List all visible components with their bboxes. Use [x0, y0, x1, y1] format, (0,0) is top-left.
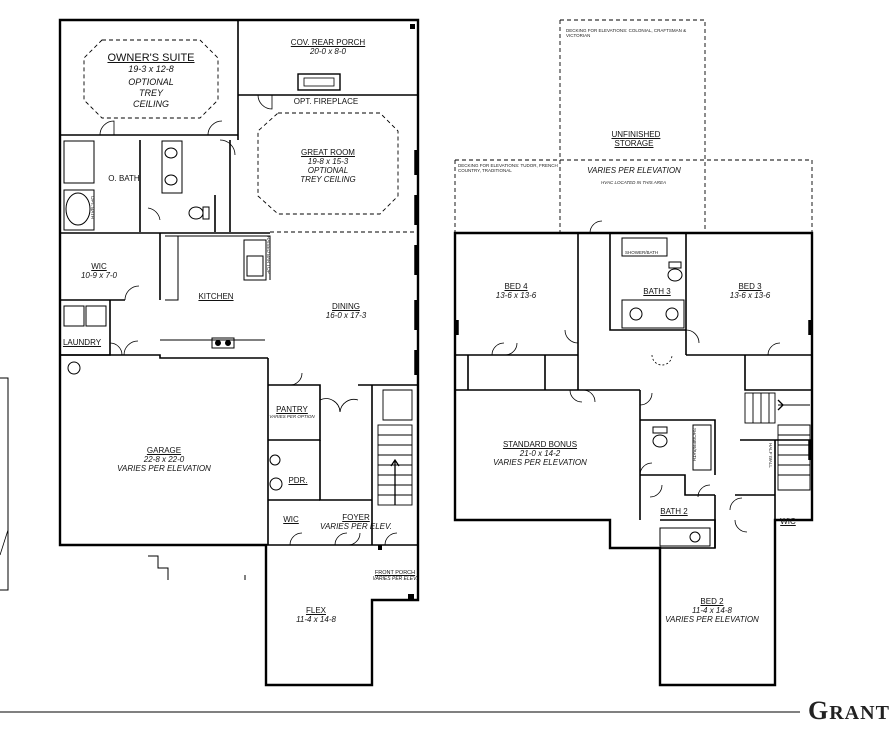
room-name: BED 2 [700, 597, 724, 606]
room-dims: 11-4 x 14-8 [692, 606, 732, 615]
note-raised-bar: RAISED BAR TOP [266, 236, 271, 274]
room-name: FRONT PORCH [374, 570, 416, 576]
second-floor-walls [455, 233, 812, 549]
room-wic-2: WIC [283, 515, 299, 524]
note-decking-upper: DECKING FOR ELEVATIONS: COLONIAL, CRAFTS… [566, 28, 687, 38]
plan-title-text: GRANT [808, 696, 890, 725]
note-shower-bath-3: SHOWER/BATH [625, 250, 659, 255]
note-decking-lower: DECKING FOR ELEVATIONS: TUDOR, FRENCH CO… [458, 163, 558, 173]
bath-fixtures [63, 140, 283, 491]
room-name: WIC [91, 262, 107, 271]
room-name: STANDARD BONUS [502, 440, 578, 449]
room-owners-suite: OWNER'S SUITE 19-3 x 12-8 OPTIONAL TREY … [107, 52, 194, 110]
room-name: GARAGE [146, 446, 182, 455]
room-extra: OPTIONAL TREY CEILING [300, 166, 356, 184]
room-dims: 13-6 x 13-6 [495, 291, 537, 300]
room-dims: 20-0 x 8-0 [309, 47, 347, 56]
room-extra: VARIES PER ELEVATION [117, 464, 211, 473]
room-dims: 11-4 x 14-8 [296, 615, 336, 624]
room-standard-bonus: STANDARD BONUS 21-0 x 14-2 VARIES PER EL… [493, 440, 587, 467]
room-dims: 16-0 x 17-3 [325, 311, 367, 320]
room-rear-porch: COV. REAR PORCH 20-0 x 8-0 [291, 38, 365, 56]
room-name: FOYER [342, 513, 370, 522]
door-swings [99, 94, 398, 546]
label-storage-elevation: VARIES PER ELEVATION [587, 166, 681, 175]
room-name: COV. REAR PORCH [290, 38, 366, 47]
plan-title: GRANT [808, 696, 890, 726]
room-name: BATH 3 [643, 287, 671, 296]
first-floor-outline [58, 18, 420, 687]
room-name: PANTRY [276, 405, 308, 414]
room-flex: FLEX 11-4 x 14-8 [296, 606, 336, 624]
first-floor-stairs [377, 389, 413, 506]
room-bath-3: BATH 3 [643, 287, 670, 296]
room-bed-4: BED 4 13-6 x 13-6 [496, 282, 536, 300]
room-foyer: FOYER VARIES PER ELEV. [320, 513, 392, 531]
room-name: PDR. [288, 476, 308, 485]
room-extra: OPTIONAL TREY CEILING [128, 77, 174, 109]
room-dims: 21-0 x 14-2 [519, 449, 561, 458]
note-shower-bath-2: SHOWER/BATH [692, 428, 697, 462]
room-front-porch: FRONT PORCH VARIES PER ELEV. [373, 570, 418, 582]
room-great-room: GREAT ROOM 19-8 x 15-3 OPTIONAL TREY CEI… [300, 148, 356, 184]
room-name: BED 3 [738, 282, 762, 291]
room-name: O. BATH [108, 174, 140, 183]
room-kitchen: KITCHEN [198, 292, 233, 301]
room-dims: 10-9 x 7-0 [80, 271, 118, 280]
room-dims: 22-8 x 22-0 [143, 455, 185, 464]
room-extra: VARIES PER OPTION [269, 414, 315, 419]
room-extra: VARIES PER ELEVATION [493, 458, 587, 467]
room-name: LAUNDRY [62, 338, 102, 347]
room-o-bath: O. BATH [108, 174, 139, 183]
note-half-wall: HALF WALL [768, 443, 773, 468]
room-storage: UNFINISHED STORAGE [611, 130, 661, 148]
room-laundry: LAUNDRY [63, 338, 101, 347]
note-opt-bath: OPT. BATH [90, 196, 95, 219]
room-dims: 19-8 x 15-3 [307, 157, 349, 166]
room-name: OWNER'S SUITE [107, 52, 195, 64]
room-name: UNFINISHED STORAGE [611, 130, 661, 148]
room-name: GREAT ROOM [301, 148, 355, 157]
room-pantry: PANTRY VARIES PER OPTION [269, 405, 314, 420]
first-floor-walls [59, 20, 418, 546]
room-dims: 13-6 x 13-6 [729, 291, 771, 300]
kitchen-counters [160, 235, 271, 349]
room-extra: VARIES PER ELEV. [372, 576, 418, 582]
room-extra: VARIES PER ELEVATION [665, 615, 759, 624]
room-extra: VARIES PER ELEVATION [587, 166, 681, 175]
trey-ceiling-outlines [83, 39, 418, 233]
room-wic: WIC 10-9 x 7-0 [81, 262, 117, 280]
label-fireplace: OPT. FIREPLACE [294, 97, 358, 106]
second-floor-decking [454, 19, 813, 233]
room-name: FLEX [305, 606, 326, 615]
room-bed-2: BED 2 11-4 x 14-8 VARIES PER ELEVATION [665, 597, 759, 624]
room-name: KITCHEN [198, 292, 234, 301]
room-name: WIC [780, 517, 796, 526]
room-bed-3: BED 3 13-6 x 13-6 [730, 282, 770, 300]
room-name: BED 4 [504, 282, 528, 291]
room-bath-2: BATH 2 [660, 507, 687, 516]
room-wic-3: WIC [780, 517, 796, 526]
room-garage: GARAGE 22-8 x 22-0 VARIES PER ELEVATION [117, 446, 211, 473]
note-hvac: HVAC LOCATED IN THIS AREA [601, 180, 667, 185]
room-dining: DINING 16-0 x 17-3 [326, 302, 366, 320]
second-floor-outline [453, 231, 814, 687]
room-dims: 19-3 x 12-8 [128, 64, 174, 74]
room-name: WIC [283, 515, 299, 524]
room-extra: VARIES PER ELEV. [320, 522, 392, 531]
room-extra: OPT. FIREPLACE [293, 97, 359, 106]
room-name: BATH 2 [660, 507, 688, 516]
room-pdr: PDR. [288, 476, 307, 485]
room-name: DINING [332, 302, 360, 311]
